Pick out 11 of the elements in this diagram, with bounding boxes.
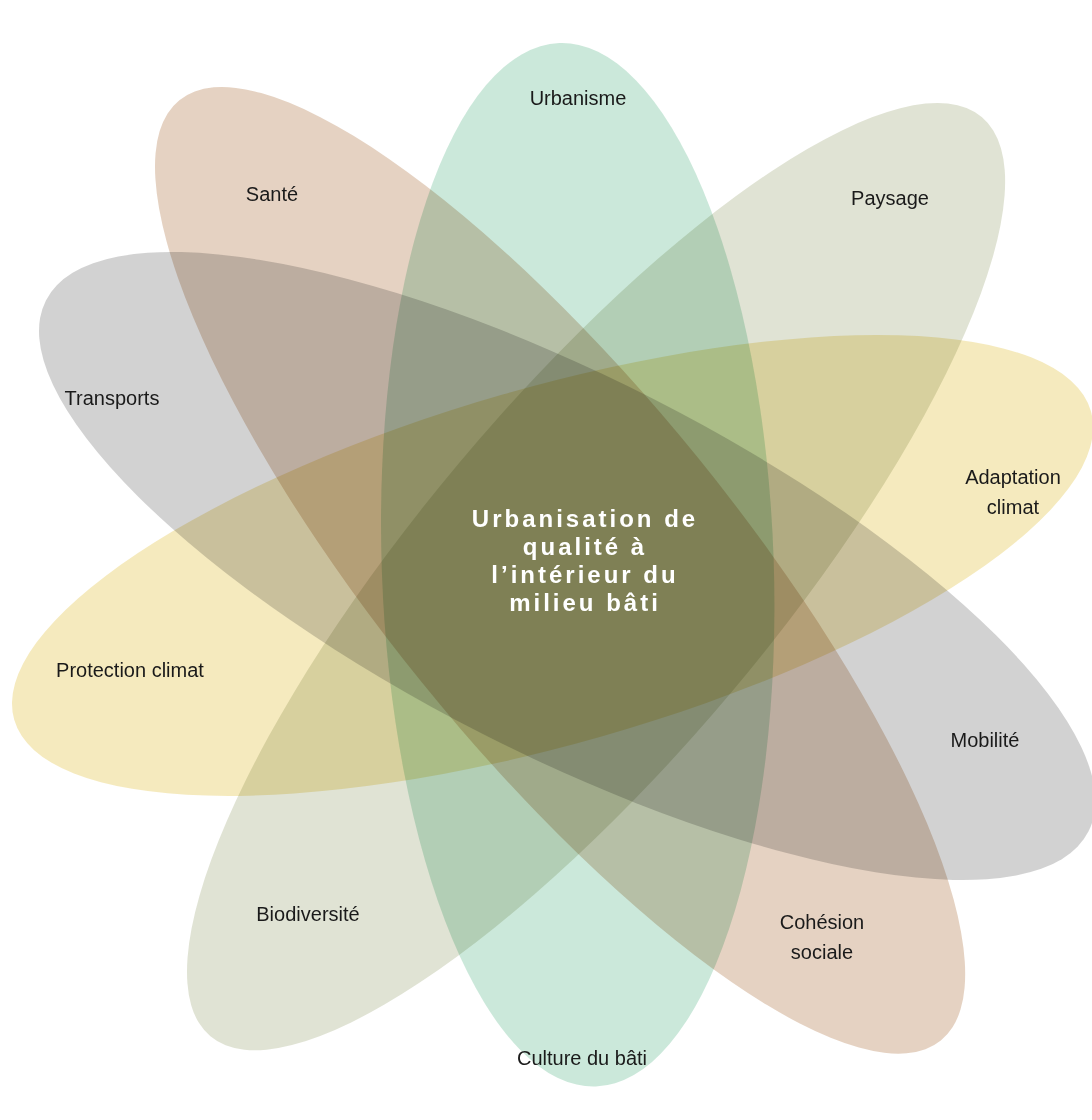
center-title: Urbanisation de qualité à l’intérieur du milieu bâti [470, 505, 700, 617]
petal-label: Adaptation climat [964, 465, 1062, 520]
petal-label: Protection climat [55, 658, 205, 683]
petal-label: Urbanisme [528, 86, 628, 111]
petal-label: Biodiversité [255, 902, 361, 927]
petal-label: Paysage [850, 186, 930, 211]
petal-label: Mobilité [949, 728, 1021, 753]
petal-label: Transports [63, 386, 161, 411]
petal-label: Cohésion sociale [778, 910, 866, 965]
petal-label: Culture du bâti [515, 1046, 648, 1071]
petal-label: Santé [244, 182, 300, 207]
